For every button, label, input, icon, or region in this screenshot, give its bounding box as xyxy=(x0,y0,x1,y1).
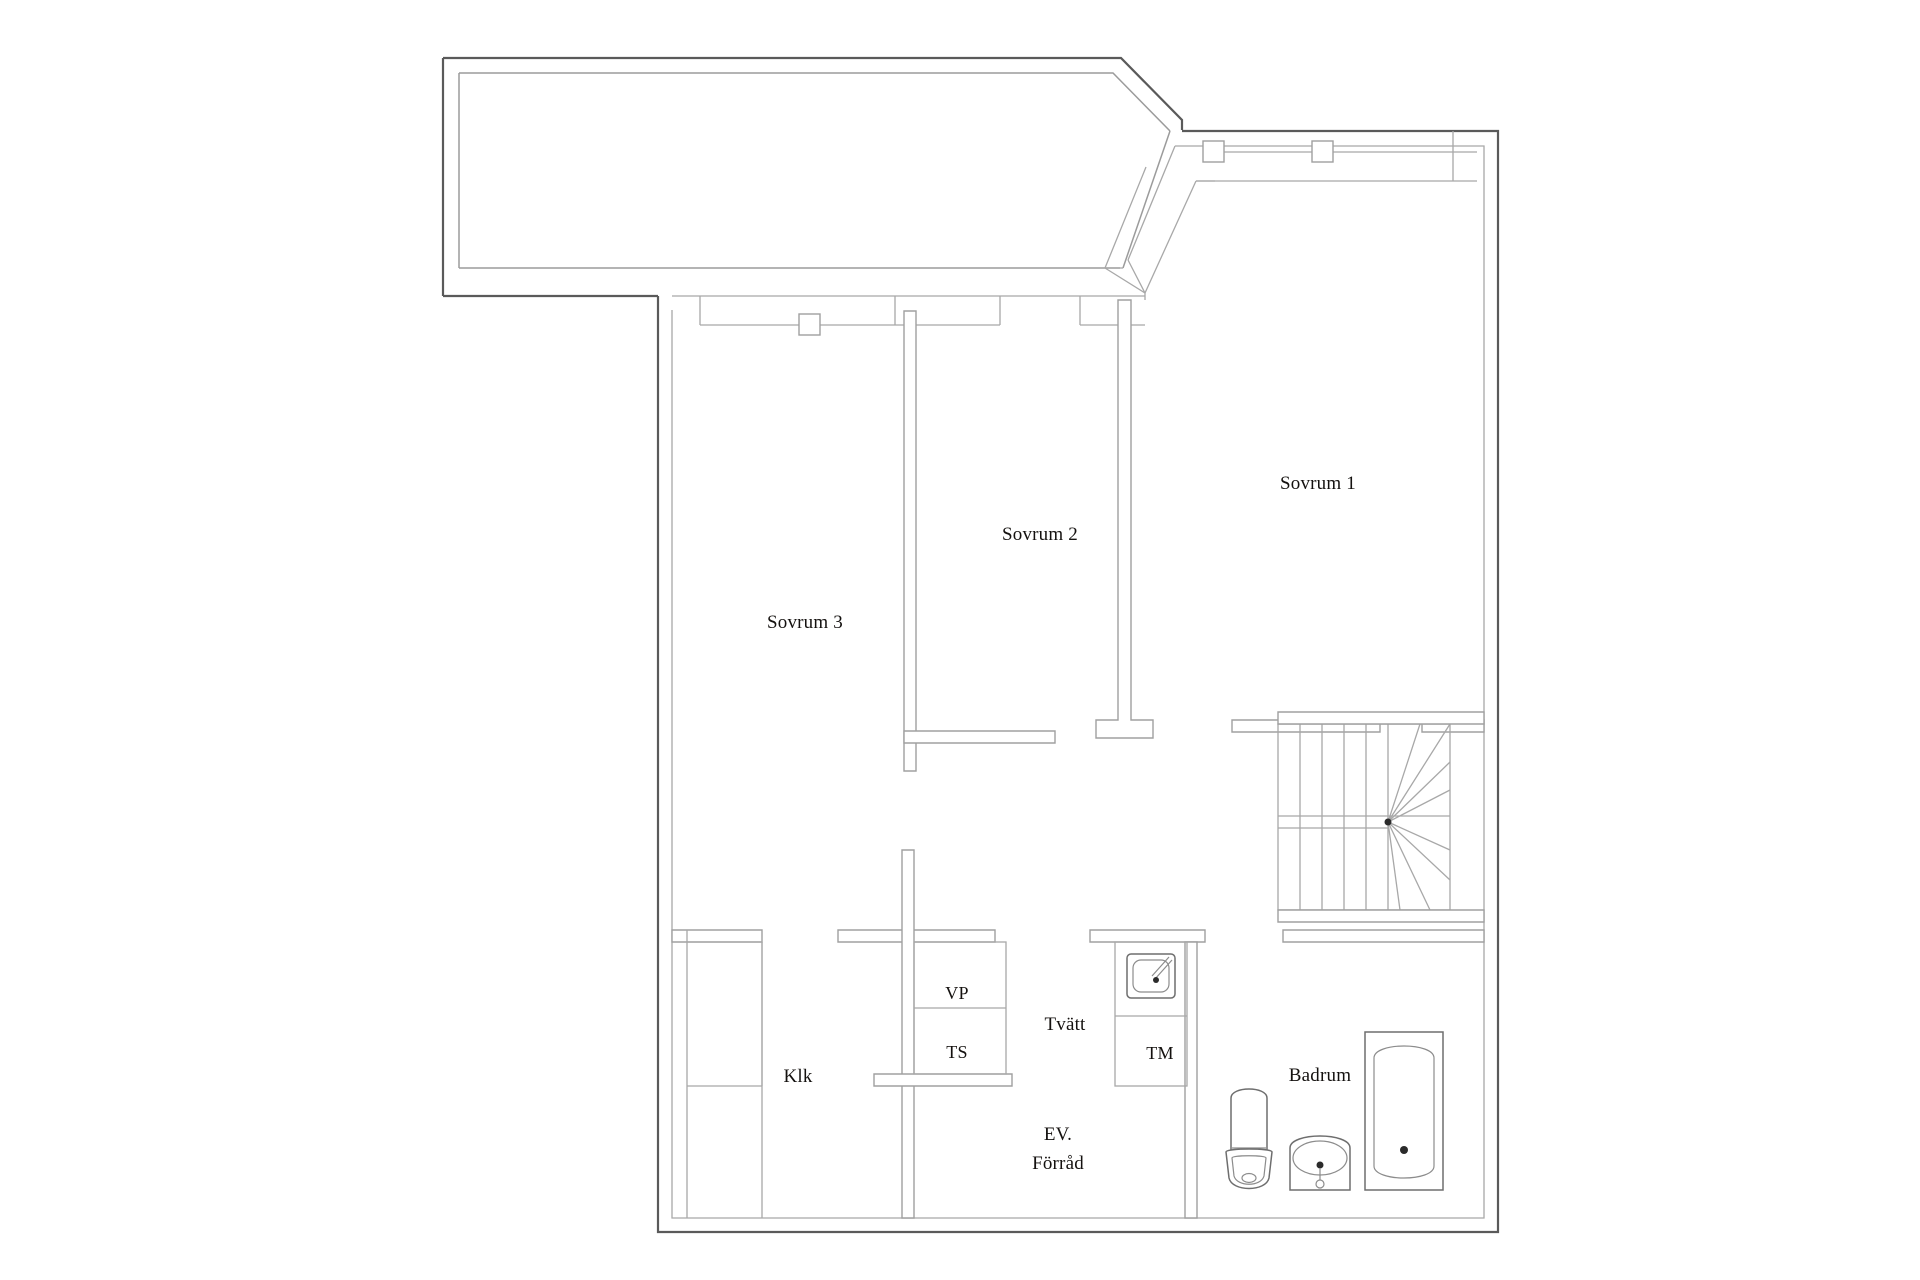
window-topright-b xyxy=(1311,140,1334,163)
partition-forrad-badrum xyxy=(1184,941,1198,1219)
angled-wall-upper-right xyxy=(1104,145,1215,300)
balcony-outline xyxy=(441,56,1184,298)
room-label-badrum: Badrum xyxy=(1289,1065,1351,1086)
appliance-label-ts: TS xyxy=(946,1042,967,1062)
storage-label-line1: EV. xyxy=(1044,1124,1072,1145)
window-topright-a xyxy=(1202,140,1225,163)
room-label-sovrum-3: Sovrum 3 xyxy=(767,612,843,633)
partition-bedroom2-bedroom1 xyxy=(1095,299,1154,739)
klk-closet-shelf xyxy=(686,930,763,1218)
room-label-sovrum-2: Sovrum 2 xyxy=(1002,524,1078,545)
partition-klk-vp xyxy=(873,849,1013,1219)
laundry-sink-icon xyxy=(1126,953,1176,999)
interior-wall-midlower xyxy=(671,929,1485,943)
interior-wall-top xyxy=(672,295,1145,336)
window-group-topright xyxy=(1196,131,1477,182)
tm-laundry-cabinet xyxy=(1114,941,1188,1087)
building-inner-wall xyxy=(671,145,1485,1219)
staircase xyxy=(1277,711,1485,923)
room-label-tvatt: Tvätt xyxy=(1044,1014,1086,1035)
storage-label-line2: Förråd xyxy=(1032,1153,1084,1174)
vp-ts-cabinet xyxy=(913,941,1007,1075)
appliance-label-tm: TM xyxy=(1146,1043,1173,1063)
bathtub-icon xyxy=(1364,1031,1444,1191)
wash-basin-icon xyxy=(1289,1135,1351,1191)
window-top-bedroom3 xyxy=(798,313,821,336)
building-outer-wall xyxy=(656,129,1500,1234)
toilet-icon xyxy=(1225,1088,1273,1190)
appliance-label-vp: VP xyxy=(945,983,968,1003)
partition-bedroom3-bedroom2 xyxy=(903,310,1056,772)
room-label-klk: Klk xyxy=(783,1066,812,1087)
room-label-sovrum-1: Sovrum 1 xyxy=(1280,473,1356,494)
